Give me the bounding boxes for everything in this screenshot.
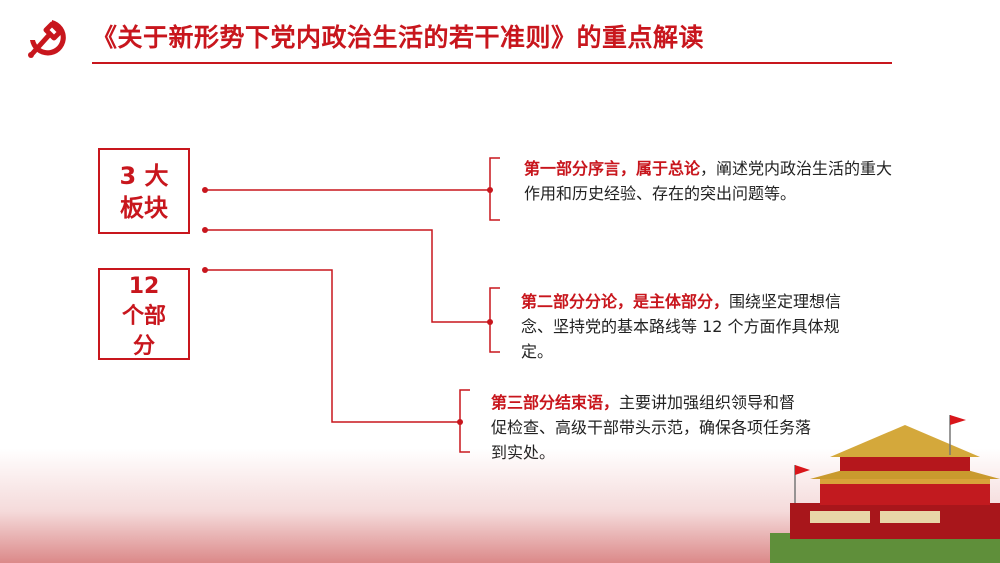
part1-description: 第一部分序言，属于总论，阐述党内政治生活的重大作用和历史经验、存在的突出问题等。 bbox=[524, 156, 894, 206]
box-line: 个部 bbox=[121, 304, 166, 329]
three-sections-box: 3 大 板块 bbox=[98, 148, 190, 234]
box-line: 12 bbox=[128, 274, 160, 299]
title-underline bbox=[92, 62, 892, 64]
connector-dot bbox=[202, 227, 208, 233]
twelve-parts-box: 12 个部 分 bbox=[98, 268, 190, 360]
connector-dot bbox=[487, 319, 493, 325]
part3-description: 第三部分结束语，主要讲加强组织领导和督促检查、高级干部带头示范，确保各项任务落到… bbox=[491, 390, 811, 465]
part2-description: 第二部分分论，是主体部分，围绕坚定理想信念、坚持党的基本路线等 12 个方面作具… bbox=[521, 289, 851, 364]
box-line: 板块 bbox=[120, 194, 168, 222]
connector-part3 bbox=[205, 269, 460, 423]
connector-dot bbox=[202, 267, 208, 273]
part1-lead: 第一部分序言，属于总论 bbox=[524, 159, 701, 178]
page-title: 《关于新形势下党内政治生活的若干准则》的重点解读 bbox=[92, 23, 705, 52]
connector-dot bbox=[487, 187, 493, 193]
part3-text: 主要讲加强组织领导和督促检查、高级干部带头示范，确保各项任务落到实处。 bbox=[491, 393, 812, 462]
box-line: 分 bbox=[132, 334, 155, 359]
connector-part2 bbox=[205, 229, 490, 323]
hammer-and-sickle-icon bbox=[28, 20, 66, 58]
box-line: 3 大 bbox=[119, 162, 169, 190]
part2-lead: 第二部分分论，是主体部分， bbox=[521, 292, 730, 311]
part2-text: 围绕坚定理想信念、坚持党的基本路线等 12 个方面作具体规定。 bbox=[521, 292, 842, 361]
tiananmen-gate-icon bbox=[770, 415, 1000, 563]
connector-dot bbox=[202, 187, 208, 193]
connector-dot bbox=[457, 419, 463, 425]
part3-lead: 第三部分结束语， bbox=[491, 393, 620, 412]
part1-text: ，阐述党内政治生活的重大作用和历史经验、存在的突出问题等。 bbox=[524, 159, 893, 203]
